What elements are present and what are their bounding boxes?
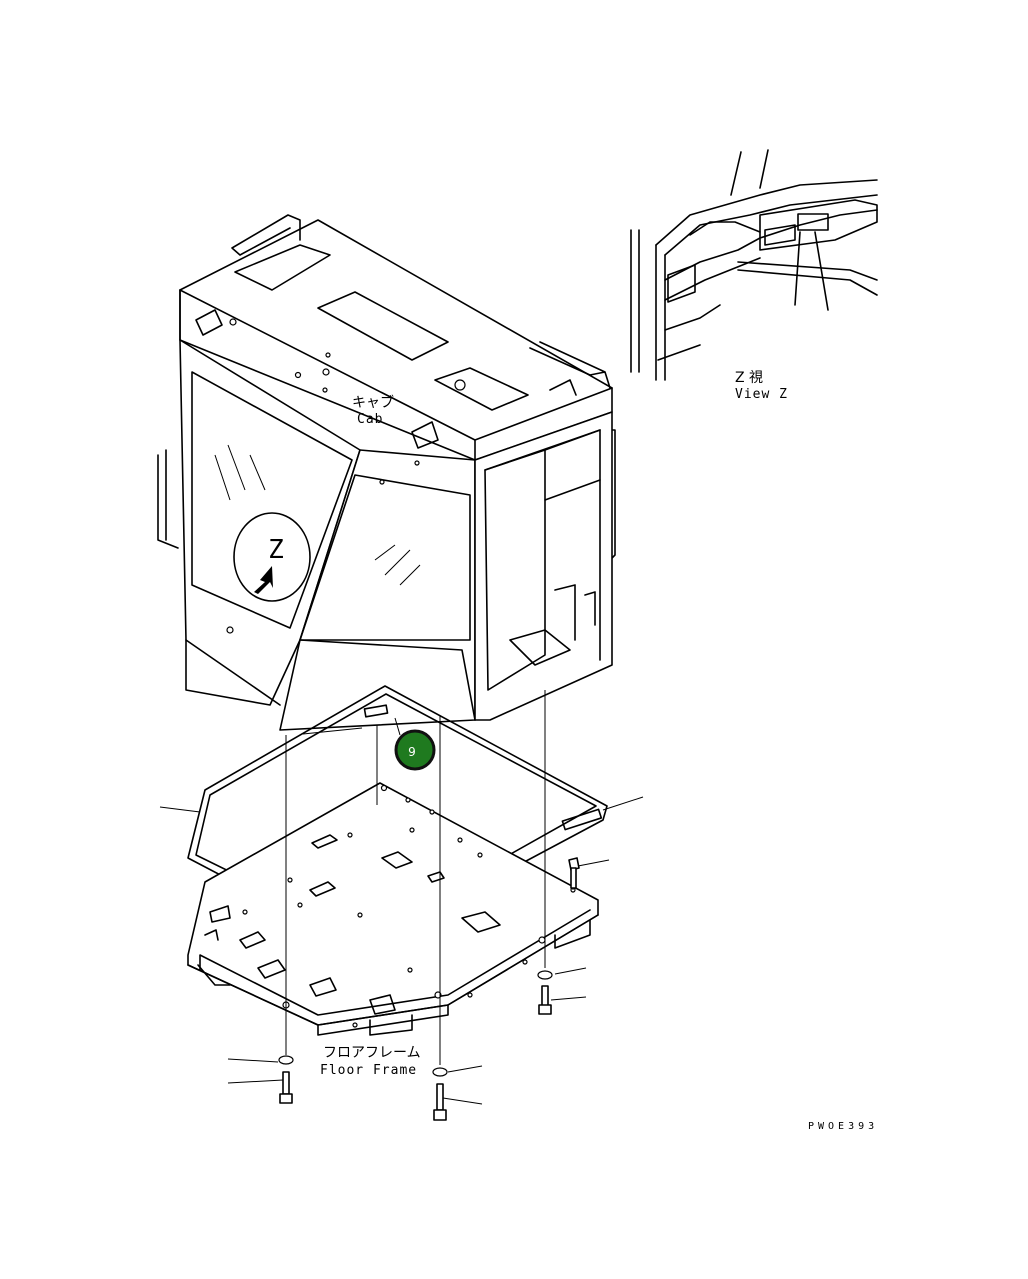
washer xyxy=(537,970,553,980)
callout-circle[interactable] xyxy=(394,729,436,771)
washer xyxy=(278,1055,294,1065)
stud-bolt xyxy=(568,857,580,889)
floor-frame-en-label: Floor Frame xyxy=(320,1063,417,1078)
arrow-down-left-icon xyxy=(254,566,273,594)
bolt xyxy=(279,1071,293,1104)
cab-assembly: Z キャブ Cab xyxy=(157,214,616,731)
cab-jp-label: キャブ xyxy=(352,394,394,411)
callout-9[interactable]: 9 xyxy=(394,729,436,771)
floor-frame-jp-label: フロアフレーム xyxy=(323,1045,421,1061)
bolt xyxy=(538,985,552,1015)
view-z-marker-label: Z xyxy=(268,535,284,565)
cab-en-label: Cab xyxy=(357,412,383,427)
washer xyxy=(432,1067,448,1077)
view-z-jp-label: Z 視 xyxy=(735,370,763,386)
callout-number: 9 xyxy=(408,745,416,759)
view-z-inset: Z 視 View Z xyxy=(630,149,878,402)
view-z-en-label: View Z xyxy=(735,387,788,402)
fasteners xyxy=(159,690,644,1121)
bolt xyxy=(433,1083,447,1121)
view-z-marker-circle xyxy=(233,512,311,602)
drawing-code: PWOE393 xyxy=(808,1121,878,1132)
floor-frame xyxy=(187,782,599,1036)
